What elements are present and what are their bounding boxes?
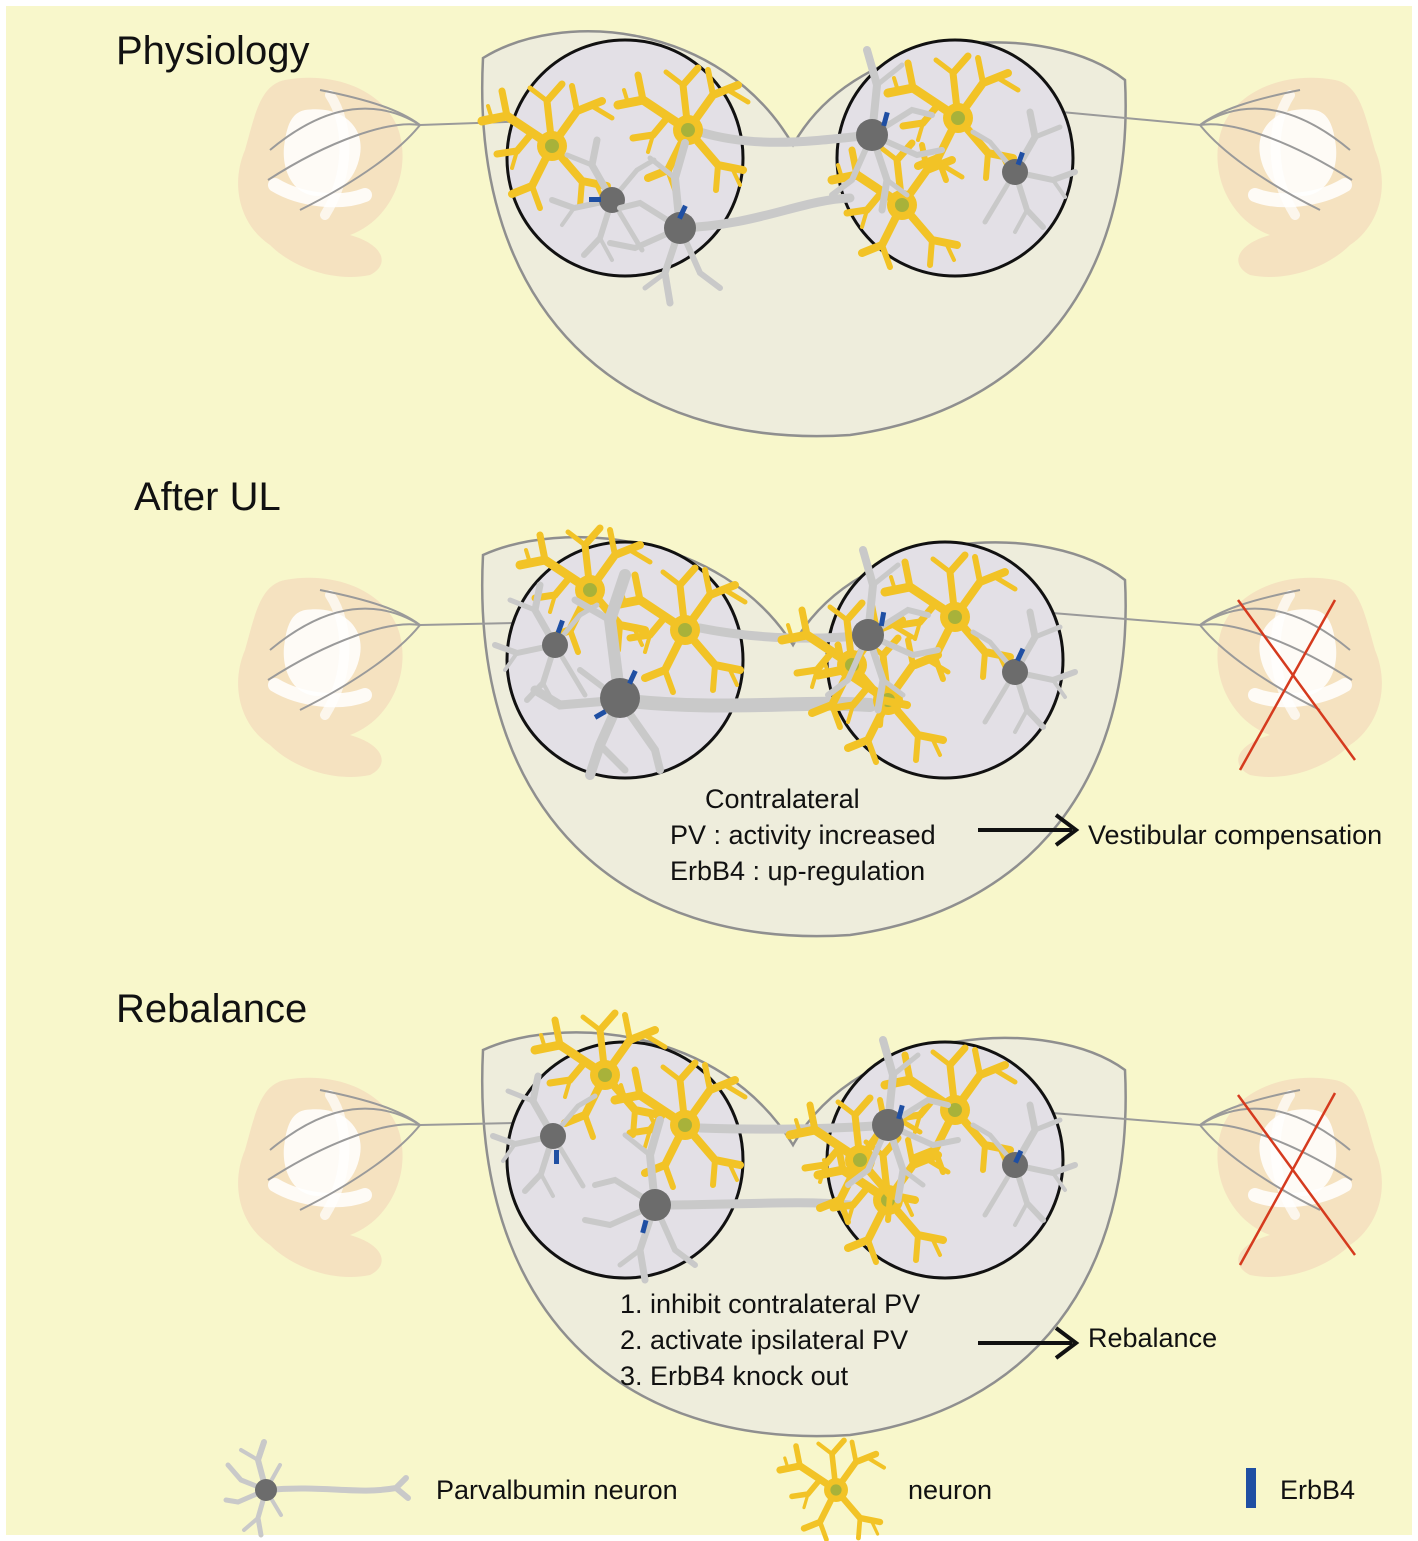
arrow-icon	[978, 813, 1080, 847]
annotation-line: 2. activate ipsilateral PV	[620, 1325, 908, 1355]
panel-after-ul: After UL	[134, 475, 1382, 938]
annotation-line: Contralateral	[705, 784, 860, 814]
vestibular-nerve-right	[1039, 1089, 1353, 1211]
lesion-cross	[1236, 1092, 1357, 1266]
panel-title-after-ul: After UL	[134, 475, 281, 519]
erbb4-marker	[554, 1150, 559, 1164]
legend-erbb4-icon	[1246, 1468, 1256, 1508]
result-label: Vestibular compensation	[1088, 820, 1382, 850]
annotation-line: 3. ErbB4 knock out	[620, 1361, 849, 1391]
erbb4-marker	[677, 204, 688, 220]
legend: Parvalbumin neuron neuron ErbB4	[226, 1440, 1355, 1539]
vestibular-nerve-left	[267, 589, 561, 711]
erbb4-marker	[896, 1104, 905, 1120]
annotation-line: PV : activity increased	[670, 820, 936, 850]
pv-axon	[675, 193, 855, 233]
legend-pv-neuron-label: Parvalbumin neuron	[436, 1475, 678, 1505]
lesion-cross	[1236, 599, 1357, 771]
erbb4-marker	[1015, 151, 1025, 166]
erbb4-marker	[627, 669, 638, 685]
panel-rebalance: Rebalance	[116, 987, 1382, 1438]
vestibular-nerve-right	[1039, 89, 1353, 211]
arrow-icon	[978, 1326, 1080, 1360]
pv-axon	[695, 1120, 893, 1134]
erbb4-marker	[640, 1219, 649, 1234]
annotation-line: ErbB4 : up-regulation	[670, 856, 925, 886]
annotation-line: 1. inhibit contralateral PV	[620, 1289, 920, 1319]
panel-title-rebalance: Rebalance	[116, 987, 307, 1031]
erbb4-marker	[881, 111, 890, 127]
vestibular-nerve-left	[267, 89, 561, 211]
panel-title-physiology: Physiology	[116, 29, 309, 73]
erbb4-marker	[878, 611, 887, 627]
erbb4-marker	[555, 619, 565, 634]
vestibular-nerve-left	[267, 1089, 561, 1211]
pv-axon	[695, 127, 877, 147]
erbb4-marker	[1015, 647, 1026, 662]
panel-physiology: Physiology	[116, 29, 1382, 438]
pv-neuron-enlarged	[530, 569, 664, 780]
erbb4-marker	[1013, 1149, 1024, 1164]
erbb4-marker	[593, 709, 607, 720]
result-label: Rebalance	[1088, 1323, 1217, 1353]
erbb4-marker	[589, 197, 601, 202]
legend-erbb4-label: ErbB4	[1280, 1475, 1355, 1505]
legend-neuron-label: neuron	[908, 1475, 992, 1505]
